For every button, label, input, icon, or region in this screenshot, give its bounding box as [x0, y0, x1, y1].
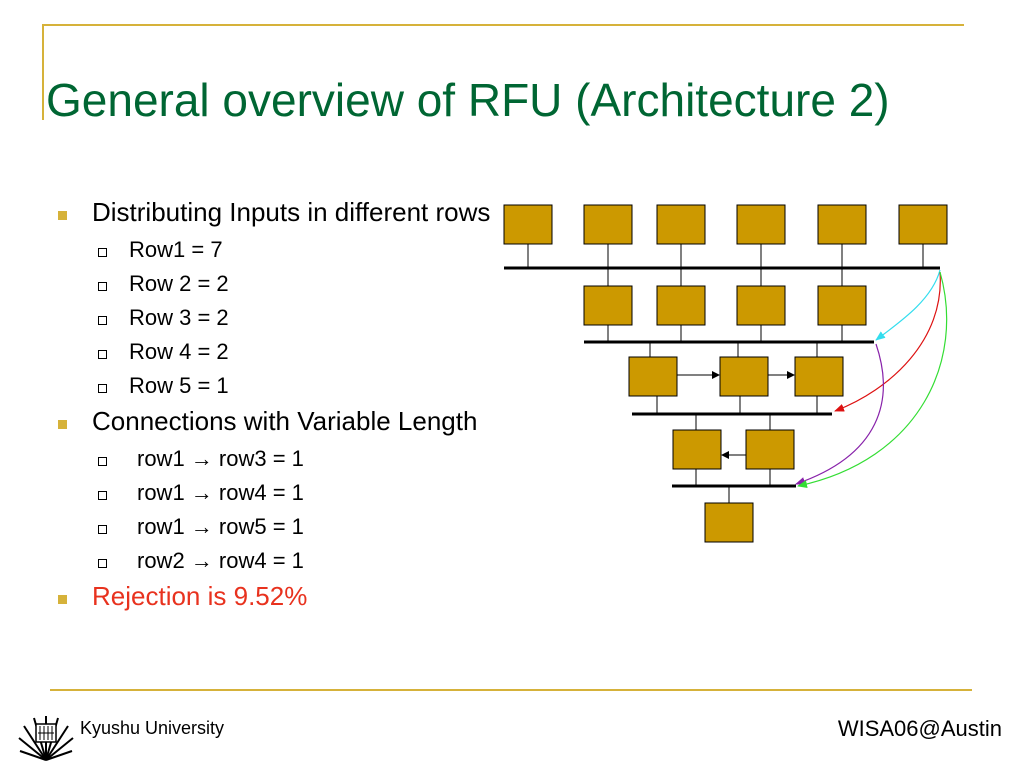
block [817, 204, 867, 245]
sub-bullet-item: Row 3 = 2 [52, 301, 512, 335]
row3-connectors [656, 396, 818, 414]
sub-bullet-list: row1 → row3 = 1 row1 → row4 = 1 row1 → r… [52, 442, 512, 578]
row2-blocks [583, 285, 867, 326]
sub-bullet-item: Row 4 = 2 [52, 335, 512, 369]
block [656, 285, 706, 326]
row2-inputs [607, 268, 843, 286]
footer-left-text: Kyushu University [80, 718, 225, 738]
block [656, 204, 706, 245]
row2-connectors [607, 325, 843, 342]
block [794, 356, 844, 397]
block [745, 429, 795, 470]
row1-blocks [503, 204, 948, 245]
block [719, 356, 769, 397]
sub-bullet-item: Row 2 = 2 [52, 267, 512, 301]
row4-inputs [695, 414, 771, 430]
sub-bullet-item: row1 → row5 = 1 [52, 510, 512, 544]
row3-blocks [628, 356, 844, 397]
footer-rule [50, 689, 972, 691]
row1-to-row5-arrow [797, 271, 948, 489]
block [583, 204, 633, 245]
block [898, 204, 948, 245]
row1-to-row3-arrow [875, 269, 941, 341]
bullet-list: Distributing Inputs in different rows Ro… [52, 198, 512, 617]
sub-bullet-item: Row 5 = 1 [52, 369, 512, 403]
block [672, 429, 722, 470]
row1-to-row4-arrow [834, 271, 941, 412]
sub-bullet-item: row1 → row3 = 1 [52, 442, 512, 476]
sub-bullet-item: Row1 = 7 [52, 233, 512, 267]
block [503, 204, 553, 245]
footer-right-text: WISA06@Austin [837, 716, 1002, 741]
block [736, 285, 786, 326]
kyushu-university-logo-icon [18, 716, 74, 761]
row5-block [704, 502, 754, 543]
row1-connectors [527, 244, 924, 268]
slide-title: General overview of RFU (Architecture 2) [46, 74, 890, 126]
sub-bullet-list: Row1 = 7 Row 2 = 2 Row 3 = 2 Row 4 = 2 R… [52, 233, 512, 403]
block [628, 356, 678, 397]
row3-inputs [649, 342, 818, 357]
row4-blocks [672, 429, 795, 470]
row4-connectors [695, 469, 771, 486]
block [817, 285, 867, 326]
row2-to-row4-arrow [795, 343, 884, 485]
block [583, 285, 633, 326]
frame-top-rule [42, 24, 964, 26]
sub-bullet-item: row2 → row4 = 1 [52, 544, 512, 578]
rejection-bullet: Rejection is 9.52% [52, 582, 512, 611]
bullet-item: Distributing Inputs in different rows [52, 198, 512, 227]
sub-bullet-item: row1 → row4 = 1 [52, 476, 512, 510]
block [736, 204, 786, 245]
frame-left-rule [42, 24, 44, 120]
bullet-item: Connections with Variable Length [52, 407, 512, 436]
